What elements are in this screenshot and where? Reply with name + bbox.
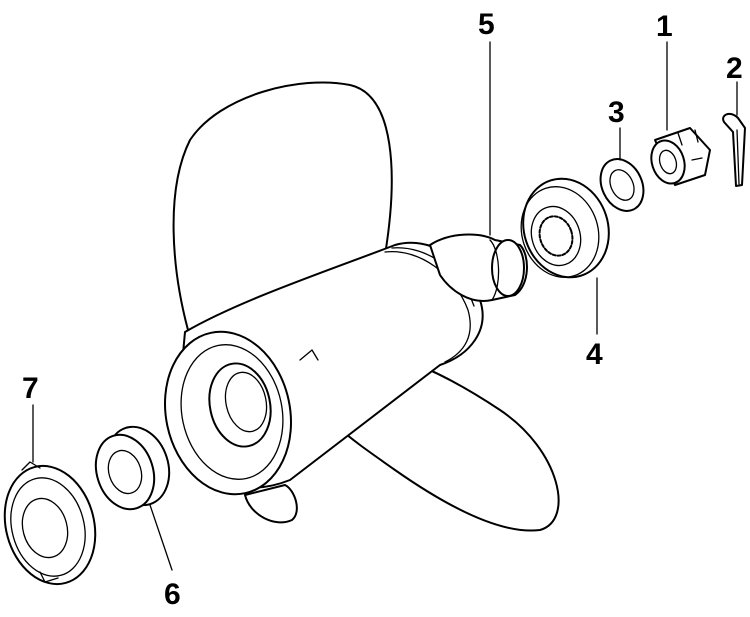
callout-6: 6	[164, 578, 181, 611]
rear-washer-tabs	[21, 461, 59, 583]
hub-bore-inner	[224, 371, 268, 433]
leader-lines	[32, 41, 738, 571]
thrust-washer-rim	[520, 186, 600, 278]
flat-washer	[599, 158, 645, 212]
propeller-rear-blade-tip	[244, 484, 298, 524]
flat-washer-hole	[609, 169, 635, 201]
hub-rear-face-inner	[180, 344, 284, 480]
rear-washer-hole	[21, 497, 69, 559]
thrust-washer-spline-ring	[530, 205, 582, 267]
spacer-front	[94, 433, 156, 511]
castle-nut-face	[650, 139, 686, 185]
castle-nut	[650, 127, 711, 186]
hub-ring-1	[384, 251, 471, 363]
cotter-pin-split	[736, 129, 740, 185]
cotter-pin-shape	[722, 112, 746, 187]
callout-7: 7	[22, 372, 39, 405]
hub-bore	[208, 362, 272, 448]
propeller-nose-tip	[491, 239, 525, 297]
nose-step	[489, 239, 500, 301]
flat-washer-outer	[599, 158, 645, 212]
leader-6	[149, 504, 173, 571]
callout-5: 5	[478, 8, 495, 41]
thrust-washer	[520, 177, 610, 279]
castle-nut-hole	[658, 149, 678, 175]
castle-nut-slots	[677, 129, 703, 161]
cotter-pin	[722, 112, 746, 187]
hub-fin-mark	[299, 349, 319, 361]
propeller	[164, 81, 560, 532]
rear-washer-outer	[3, 464, 97, 586]
callout-2: 2	[726, 52, 743, 85]
rear-washer-rim	[10, 477, 86, 577]
thrust-washer-splines	[538, 215, 574, 257]
rear-washer	[3, 461, 97, 586]
callout-3: 3	[608, 96, 625, 129]
callouts: 5 1 2 3 4 6 7	[22, 8, 743, 611]
spacer-bore	[107, 449, 143, 495]
callout-4: 4	[586, 338, 603, 371]
spacer	[94, 425, 171, 511]
callout-1: 1	[656, 10, 673, 43]
